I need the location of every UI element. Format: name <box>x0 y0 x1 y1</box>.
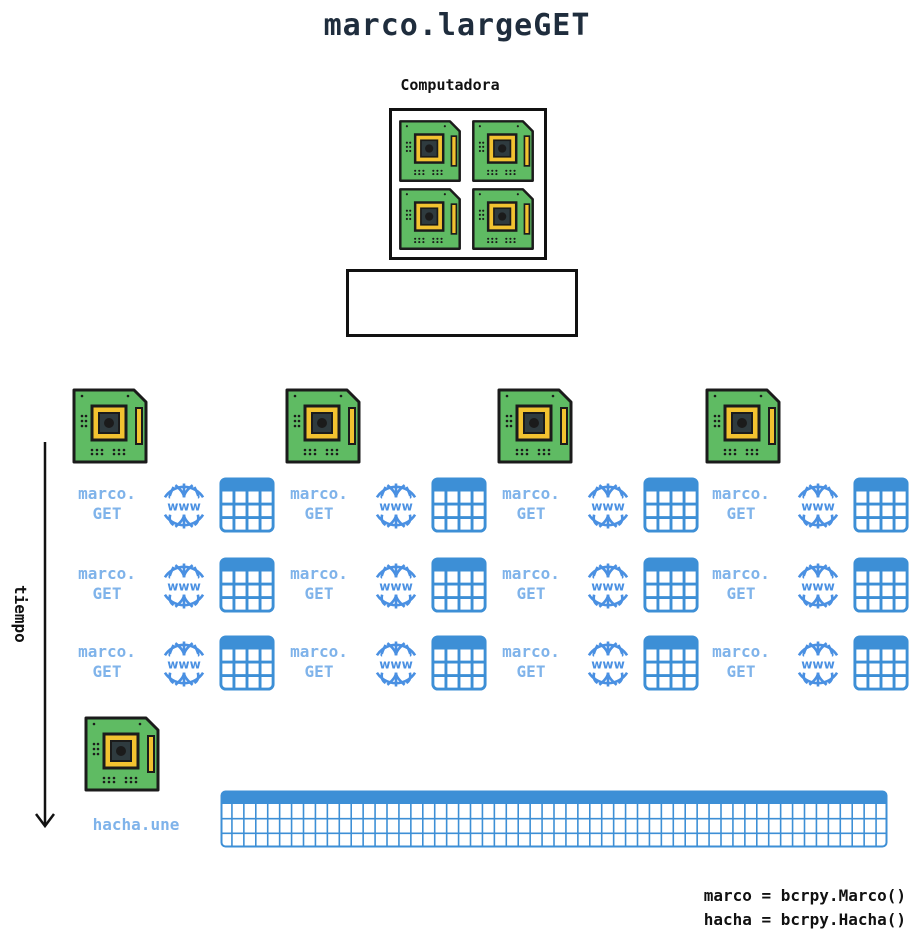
get-cell-line2: GET <box>304 504 334 523</box>
table-icon <box>642 556 700 614</box>
get-cell-label: marco.GET <box>698 642 784 682</box>
get-cell-line2: GET <box>304 662 334 681</box>
www-globe-icon <box>582 480 634 532</box>
get-cell-line1: marco. <box>712 484 770 503</box>
get-cell-label: marco.GET <box>64 564 150 604</box>
table-icon <box>430 556 488 614</box>
cpu-chip-icon <box>397 186 463 252</box>
get-cell-line1: marco. <box>502 564 560 583</box>
merged-table-icon <box>220 790 888 848</box>
get-cell-line1: marco. <box>78 484 136 503</box>
cpu-chip-icon <box>470 186 536 252</box>
www-globe-icon <box>370 638 422 690</box>
get-cell-label: marco.GET <box>488 564 574 604</box>
cpu-chip-icon <box>703 386 783 466</box>
table-icon <box>642 476 700 534</box>
get-cell-line1: marco. <box>290 564 348 583</box>
www-globe-icon <box>582 560 634 612</box>
get-cell-label: marco.GET <box>698 484 784 524</box>
www-globe-icon <box>792 560 844 612</box>
get-cell-label: marco.GET <box>276 564 362 604</box>
cpu-chip-icon <box>495 386 575 466</box>
get-cell-line1: marco. <box>290 642 348 661</box>
get-cell-label: marco.GET <box>276 642 362 682</box>
get-cell-line2: GET <box>92 584 122 603</box>
computer-base <box>346 269 578 337</box>
table-icon <box>852 476 910 534</box>
code-line-2: hacha = bcrpy.Hacha() <box>703 910 906 929</box>
table-icon <box>218 634 276 692</box>
get-cell-line1: marco. <box>502 642 560 661</box>
get-cell-label: marco.GET <box>698 564 784 604</box>
www-globe-icon <box>792 480 844 532</box>
www-globe-icon <box>158 480 210 532</box>
get-cell-line1: marco. <box>712 564 770 583</box>
table-icon <box>852 634 910 692</box>
cpu-chip-icon <box>70 386 150 466</box>
get-cell-line1: marco. <box>712 642 770 661</box>
get-cell-line2: GET <box>726 662 756 681</box>
cpu-chip-icon <box>283 386 363 466</box>
cpu-chip-icon <box>397 118 463 184</box>
table-icon <box>218 476 276 534</box>
get-cell-line1: marco. <box>78 642 136 661</box>
get-cell-line2: GET <box>92 504 122 523</box>
get-cell-label: marco.GET <box>488 642 574 682</box>
get-cell-label: marco.GET <box>488 484 574 524</box>
page-title: marco.largeGET <box>323 8 591 43</box>
get-cell-line1: marco. <box>290 484 348 503</box>
time-arrow <box>35 442 55 829</box>
get-cell-line1: marco. <box>502 484 560 503</box>
table-icon <box>852 556 910 614</box>
code-line-1: marco = bcrpy.Marco() <box>703 886 906 905</box>
join-label: hacha.une <box>92 815 180 834</box>
cpu-chip-icon <box>470 118 536 184</box>
table-icon <box>430 634 488 692</box>
www-globe-icon <box>158 560 210 612</box>
get-cell-line2: GET <box>92 662 122 681</box>
table-icon <box>430 476 488 534</box>
www-globe-icon <box>370 560 422 612</box>
cpu-chip-icon <box>82 714 162 794</box>
get-cell-line2: GET <box>726 584 756 603</box>
table-icon <box>642 634 700 692</box>
get-cell-line1: marco. <box>78 564 136 583</box>
time-axis-label: tiempo <box>11 585 30 643</box>
get-cell-label: marco.GET <box>64 484 150 524</box>
computer-label: Computadora <box>400 76 500 94</box>
www-globe-icon <box>158 638 210 690</box>
get-cell-label: marco.GET <box>276 484 362 524</box>
get-cell-line2: GET <box>516 662 546 681</box>
get-cell-line2: GET <box>516 504 546 523</box>
get-cell-line2: GET <box>516 584 546 603</box>
www-globe-icon <box>792 638 844 690</box>
computer-box <box>389 108 547 260</box>
table-icon <box>218 556 276 614</box>
get-cell-label: marco.GET <box>64 642 150 682</box>
www-globe-icon <box>370 480 422 532</box>
get-cell-line2: GET <box>726 504 756 523</box>
get-cell-line2: GET <box>304 584 334 603</box>
www-globe-icon <box>582 638 634 690</box>
